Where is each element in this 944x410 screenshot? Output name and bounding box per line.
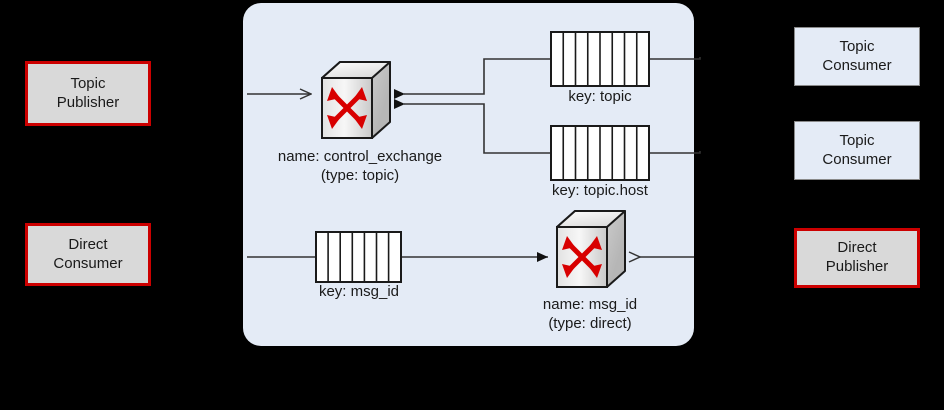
node-direct-consumer[interactable]: Direct Consumer xyxy=(25,223,151,286)
node-label: Direct Publisher xyxy=(825,239,889,275)
connector-queue-topic-host-to-topic-consumer-2 xyxy=(649,151,701,154)
exchange-switch-icon xyxy=(321,61,391,139)
queue-topic-host-label: key: topic.host xyxy=(552,182,648,199)
node-label: Topic Consumer xyxy=(822,131,892,168)
connector-queue-topic-host-to-control-exchange xyxy=(394,99,551,154)
node-label: Direct Consumer xyxy=(53,235,123,272)
control-exchange-type-label: (type: topic) xyxy=(320,167,400,184)
msg-id-exchange-name-label: name: msg_id xyxy=(542,296,638,313)
queue-msg-id-icon xyxy=(315,231,402,283)
queue-topic-icon xyxy=(550,31,650,87)
control-exchange-name-label: name: control_exchange xyxy=(277,148,443,165)
node-topic-publisher[interactable]: Topic Publisher xyxy=(25,61,151,126)
queue-topic-host-icon xyxy=(550,125,650,181)
msg-id-exchange-type-label: (type: direct) xyxy=(548,315,632,332)
connector-queue-topic-to-control-exchange xyxy=(394,58,551,99)
queue-msg-id-label: key: msg_id xyxy=(318,283,400,300)
connector-queue-topic-to-topic-consumer-1 xyxy=(649,57,701,60)
exchange-switch-icon xyxy=(556,210,626,288)
node-topic-consumer-1[interactable]: Topic Consumer xyxy=(794,27,920,86)
node-topic-consumer-2[interactable]: Topic Consumer xyxy=(794,121,920,180)
node-label: Topic Publisher xyxy=(56,74,120,111)
queue-topic-label: key: topic xyxy=(568,88,632,105)
node-direct-publisher[interactable]: Direct Publisher xyxy=(794,228,920,288)
node-label: Topic Consumer xyxy=(822,37,892,74)
